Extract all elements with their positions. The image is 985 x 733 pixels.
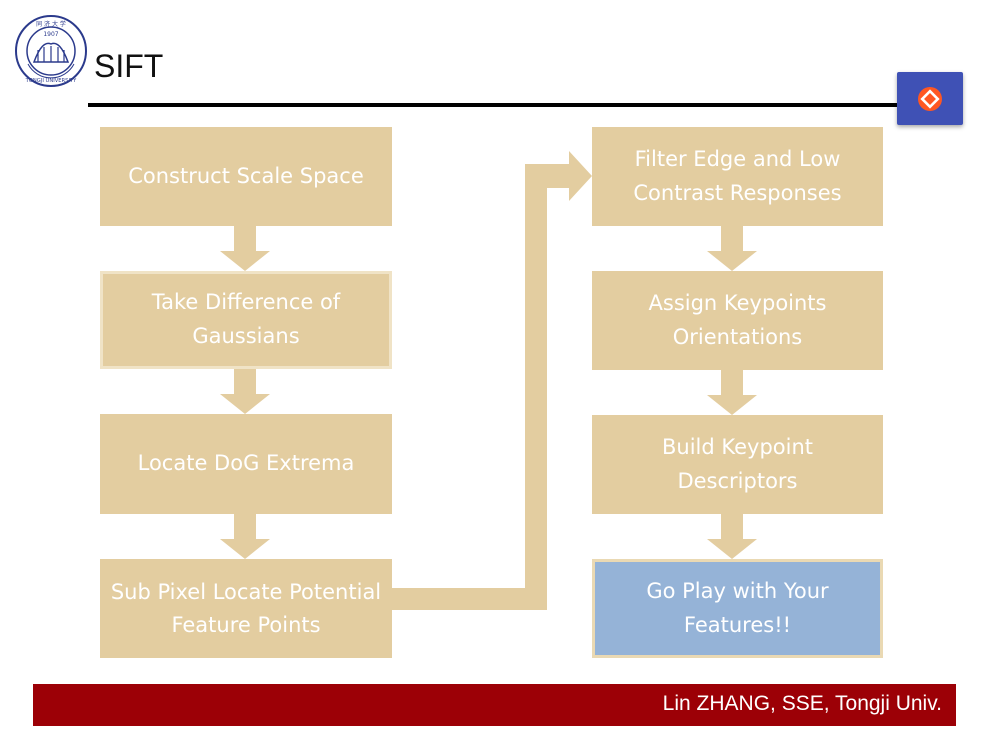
arrow-down-2 [220, 369, 270, 414]
svg-text:TONGJI UNIVERSITY: TONGJI UNIVERSITY [25, 78, 77, 84]
corner-widget-button[interactable] [897, 72, 963, 125]
arrow-down-6 [707, 514, 757, 559]
step-construct-scale-space: Construct Scale Space [100, 127, 392, 226]
diamond-target-icon [918, 86, 942, 111]
svg-text:同 济 大 学: 同 济 大 学 [36, 20, 66, 28]
arrow-down-1 [220, 226, 270, 271]
step-build-descriptors: Build Keypoint Descriptors [592, 415, 883, 514]
step-difference-of-gaussians: Take Difference of Gaussians [100, 271, 392, 369]
page-title: SIFT [94, 48, 164, 84]
arrow-down-5 [707, 370, 757, 415]
step-filter-edge-low-contrast: Filter Edge and Low Contrast Responses [592, 127, 883, 226]
university-seal-logo: 同 济 大 学 1907 TONGJI UNIVERSITY [15, 15, 87, 87]
step-go-play-features: Go Play with Your Features!! [592, 559, 883, 658]
step-assign-orientations: Assign Keypoints Orientations [592, 271, 883, 370]
arrow-down-4 [707, 226, 757, 271]
title-divider [88, 103, 908, 107]
footer-credit: Lin ZHANG, SSE, Tongji Univ. [662, 692, 942, 715]
step-sub-pixel-locate: Sub Pixel Locate Potential Feature Point… [100, 559, 392, 658]
elbow-connector-arrow [392, 151, 592, 610]
footer-bar: Lin ZHANG, SSE, Tongji Univ. [33, 684, 956, 726]
svg-text:1907: 1907 [43, 31, 58, 38]
step-locate-dog-extrema: Locate DoG Extrema [100, 414, 392, 514]
arrow-down-3 [220, 514, 270, 559]
